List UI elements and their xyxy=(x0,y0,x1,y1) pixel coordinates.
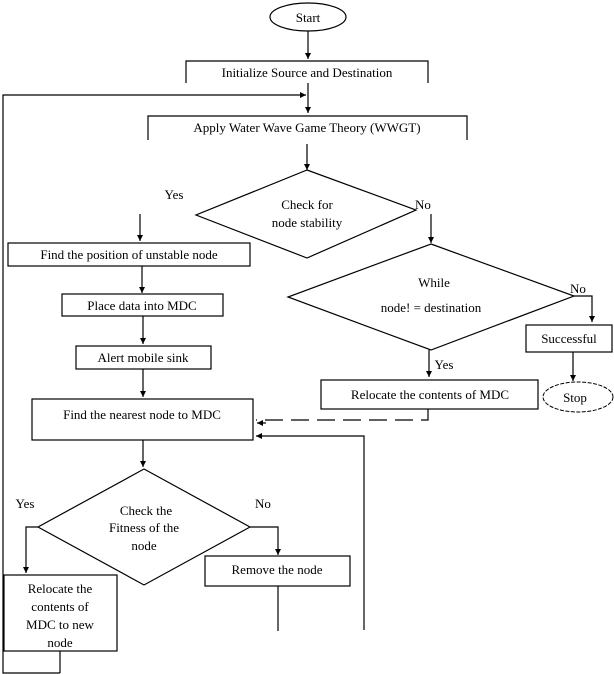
while-decision: While node! = destination xyxy=(286,243,576,351)
arrow-fitness-no xyxy=(250,526,281,555)
stop-terminal: Stop xyxy=(542,381,614,413)
fitness-no-label: No xyxy=(255,496,271,511)
dashed-connector-relocate-to-nearest xyxy=(256,409,429,421)
remove-node-process: Remove the node xyxy=(204,555,351,587)
start-terminal: Start xyxy=(269,2,347,32)
arrow-loop-to-nearest xyxy=(256,433,365,630)
successful-process: Successful xyxy=(525,324,613,353)
check-fitness-line3: node xyxy=(131,538,157,553)
check-stability-decision: Check for node stability xyxy=(194,169,418,259)
check-stability-line2: node stability xyxy=(272,215,343,230)
stability-yes-label: Yes xyxy=(165,187,184,202)
arrow-while-no-to-successful xyxy=(574,295,595,322)
relocate-new-line4: node xyxy=(47,635,73,650)
check-fitness-line2: Fitness of the xyxy=(109,520,179,535)
successful-label: Successful xyxy=(541,331,597,346)
find-nearest-label: Find the nearest node to MDC xyxy=(63,407,221,422)
init-label: Initialize Source and Destination xyxy=(222,65,393,80)
fitness-yes-label: Yes xyxy=(16,496,35,511)
while-yes-label: Yes xyxy=(435,357,454,372)
start-label: Start xyxy=(296,10,321,25)
apply-wwgt-process: Apply Water Wave Game Theory (WWGT) xyxy=(147,115,468,140)
relocate-new-node-process: Relocate the contents of MDC to new node xyxy=(3,574,118,652)
find-nearest-process: Find the nearest node to MDC xyxy=(31,398,254,441)
relocate-new-line1: Relocate the xyxy=(28,581,93,596)
init-process: Initialize Source and Destination xyxy=(185,60,429,83)
find-position-label: Find the position of unstable node xyxy=(40,247,218,262)
stability-no-label: No xyxy=(415,197,431,212)
while-line2: node! = destination xyxy=(381,300,482,315)
relocate-new-line2: contents of xyxy=(31,599,89,614)
remove-node-label: Remove the node xyxy=(232,562,323,577)
stop-label: Stop xyxy=(563,390,587,405)
relocate-mdc-label: Relocate the contents of MDC xyxy=(351,387,509,402)
place-data-label: Place data into MDC xyxy=(87,298,196,313)
relocate-mdc-process: Relocate the contents of MDC xyxy=(320,379,539,410)
alert-sink-process: Alert mobile sink xyxy=(75,345,212,370)
alert-label: Alert mobile sink xyxy=(98,350,189,365)
check-fitness-line1: Check the xyxy=(120,503,173,518)
place-data-process: Place data into MDC xyxy=(61,293,224,317)
check-fitness-decision: Check the Fitness of the node xyxy=(36,468,252,586)
apply-label: Apply Water Wave Game Theory (WWGT) xyxy=(193,120,420,135)
while-no-label: No xyxy=(570,281,586,296)
loop-back-connector xyxy=(2,92,306,674)
find-position-process: Find the position of unstable node xyxy=(7,242,251,267)
arrow-fitness-yes xyxy=(23,526,38,573)
while-line1: While xyxy=(418,275,450,290)
check-stability-line1: Check for xyxy=(281,197,333,212)
relocate-new-line3: MDC to new xyxy=(26,617,95,632)
